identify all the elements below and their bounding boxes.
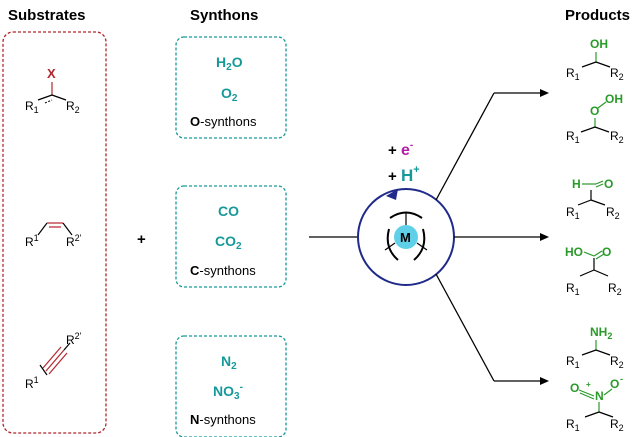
substrate-alkene: R1 R2'	[25, 222, 82, 249]
svg-text:R2: R2	[610, 354, 624, 370]
co-label: CO	[218, 203, 239, 219]
svg-text:R1: R1	[566, 281, 580, 297]
output-arrow-lower	[435, 273, 495, 382]
svg-text:R2: R2	[66, 99, 80, 115]
synthon-box-carbon: CO CO2 C-synthons	[175, 185, 287, 288]
svg-text:H: H	[572, 177, 581, 191]
metal-label: M	[400, 230, 411, 245]
electron-reagent: + e-	[388, 140, 413, 159]
svg-text:R2': R2'	[66, 233, 82, 249]
catalyst-cycle: M	[357, 188, 455, 286]
svg-text:-: -	[620, 374, 623, 384]
leaving-group-label: X	[47, 66, 56, 81]
svg-text:O: O	[570, 381, 579, 395]
svg-text:O: O	[590, 104, 599, 118]
svg-text:R1: R1	[566, 354, 580, 370]
svg-text:NH2: NH2	[590, 325, 612, 341]
o-synthons-label: O-synthons	[190, 114, 257, 129]
n2-label: N2	[221, 353, 237, 372]
substrate-carbonyl: X R1 R2	[25, 66, 80, 115]
svg-text:OH: OH	[605, 92, 623, 106]
synthon-box-oxygen: H2O O2 O-synthons	[175, 36, 287, 139]
svg-text:R2: R2	[610, 417, 624, 433]
product-nitro: O + N O - R1 R2	[566, 374, 624, 433]
h2o-label: H2O	[216, 54, 243, 73]
n-synthons-label: N-synthons	[190, 412, 256, 427]
svg-text:R2': R2'	[66, 331, 82, 347]
cycle-arrowhead	[386, 189, 398, 200]
product-alcohol: OH R1 R2	[566, 37, 624, 82]
svg-text:HO: HO	[565, 245, 583, 259]
substrate-alkyne: R2' R1	[25, 331, 82, 391]
metal-center	[394, 225, 418, 249]
svg-text:R1: R1	[25, 375, 39, 391]
svg-text:N: N	[595, 389, 604, 403]
svg-text:R2: R2	[610, 66, 624, 82]
synthons-header: Synthons	[190, 7, 258, 24]
svg-text:+: +	[586, 380, 591, 389]
o2-label: O2	[221, 85, 238, 104]
svg-text:R1: R1	[566, 66, 580, 82]
svg-text:R2: R2	[608, 281, 622, 297]
product-aldehyde: H O R1 R2	[566, 177, 620, 221]
c-synthons-label: C-synthons	[190, 263, 256, 278]
svg-text:R1: R1	[566, 417, 580, 433]
synthon-box-nitrogen: N2 NO3- N-synthons	[175, 335, 287, 437]
products-header: Products	[565, 7, 630, 24]
svg-text:R2: R2	[610, 129, 624, 145]
output-arrow-upper	[435, 92, 495, 201]
no3-label: NO3-	[213, 382, 243, 402]
svg-text:O: O	[610, 377, 619, 391]
co2-label: CO2	[215, 233, 242, 252]
svg-text:R1: R1	[566, 205, 580, 221]
product-carboxylic-acid: HO O R1 R2	[565, 245, 622, 297]
proton-reagent: + H+	[388, 164, 420, 185]
plus-sign: +	[137, 231, 146, 248]
substrate-box	[2, 31, 107, 434]
svg-text:R1: R1	[566, 129, 580, 145]
svg-text:OH: OH	[590, 37, 608, 51]
product-amine: NH2 R1 R2	[566, 325, 624, 370]
svg-text:R1: R1	[25, 99, 39, 115]
svg-text:R1: R1	[25, 233, 39, 249]
svg-text:R2: R2	[606, 205, 620, 221]
svg-text:O: O	[604, 177, 613, 191]
product-hydroperoxide: O OH R1 R2	[566, 92, 624, 145]
svg-text:O: O	[602, 245, 611, 259]
substrates-header: Substrates	[8, 7, 86, 24]
